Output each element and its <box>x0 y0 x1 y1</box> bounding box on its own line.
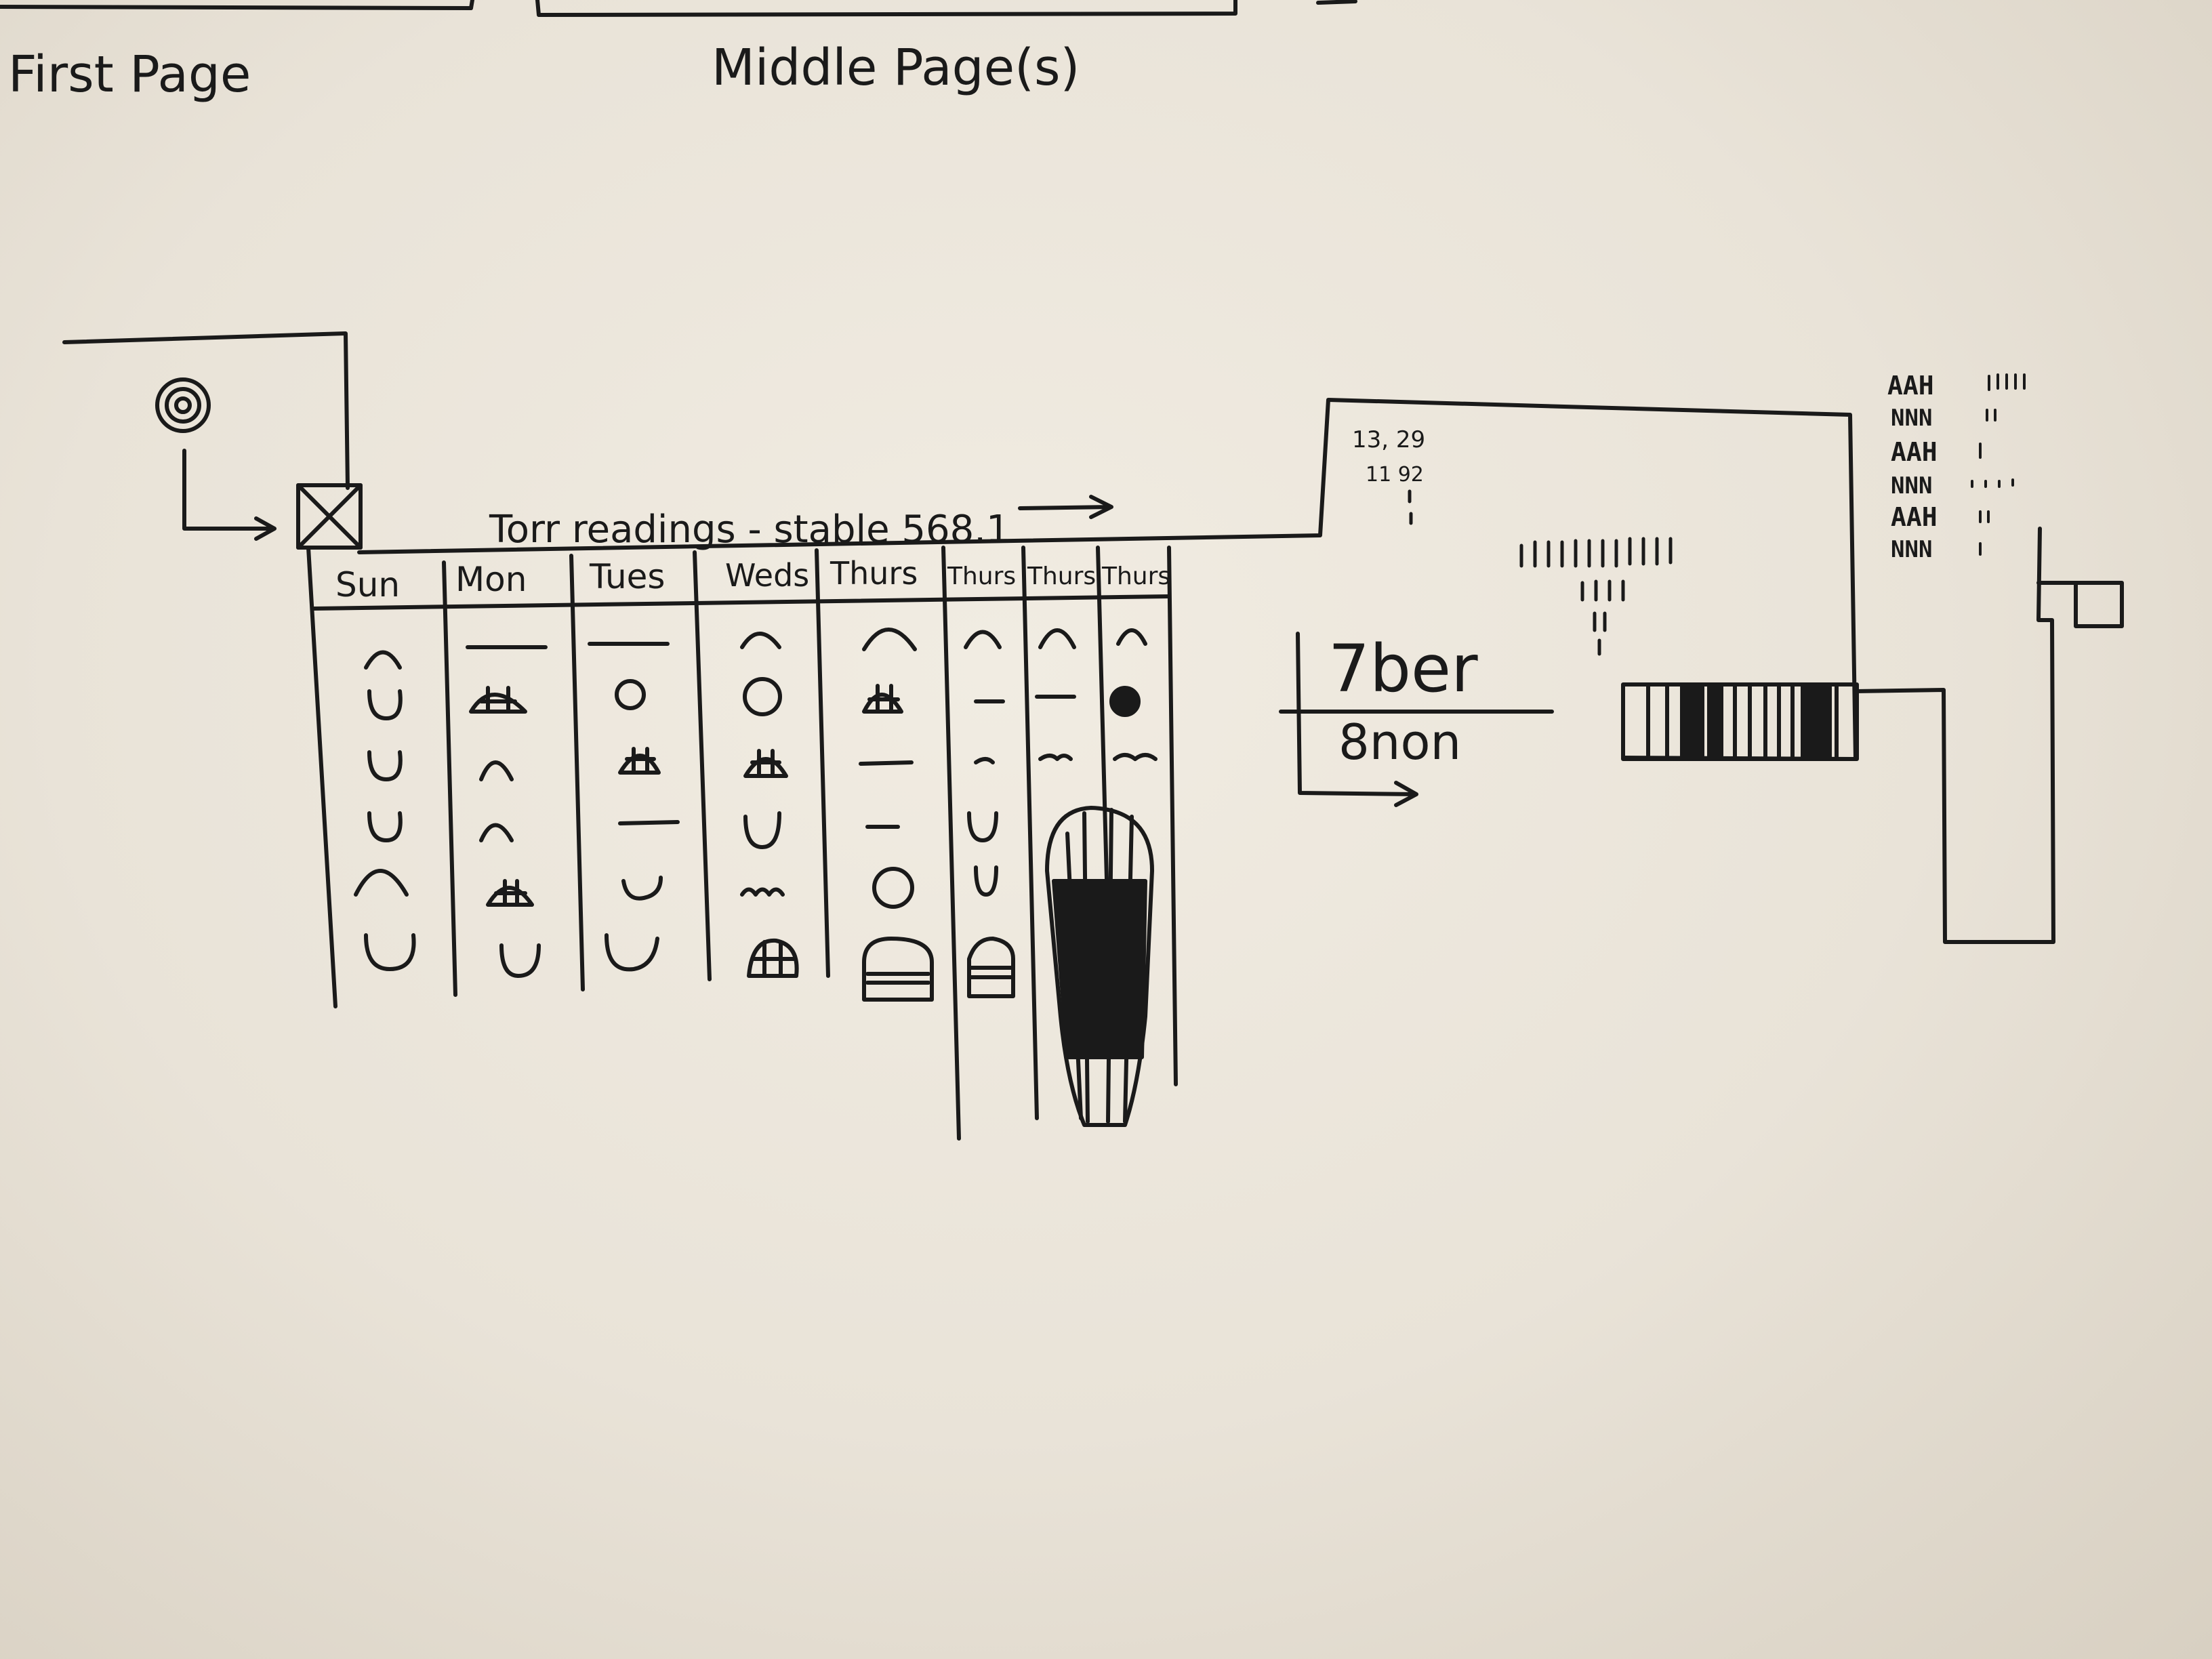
first-page-label: First Page <box>8 45 251 104</box>
tally-log-entry: AAH <box>1891 502 1938 532</box>
checkbox-icon <box>298 485 361 548</box>
pipe-outline <box>1856 529 2053 942</box>
torr-arrow <box>1020 497 1111 517</box>
tues-column-marks <box>590 644 678 969</box>
dot-trail <box>1410 491 1411 523</box>
number-pair-a: 13, 29 <box>1352 426 1425 453</box>
tally-marks <box>1521 539 1671 654</box>
small-numbers: 13, 29 11 92 <box>1352 426 1425 487</box>
connector-arrow <box>184 451 274 539</box>
first-page-outline <box>0 0 472 8</box>
tally-log: AAH NNN AAH NNN AAH NNN <box>1887 371 1938 563</box>
sun-column-marks <box>356 653 414 970</box>
weds-column-marks <box>742 634 797 976</box>
middle-page-outline <box>537 0 1235 15</box>
tally-log-entry: NNN <box>1891 536 1932 563</box>
tally-log-entry: NNN <box>1891 472 1932 499</box>
day-header: Thurs <box>1101 562 1170 590</box>
day-header: Thurs <box>830 555 918 592</box>
number-pair-b: 11 92 <box>1366 463 1424 487</box>
day-header: Thurs <box>1027 562 1096 590</box>
last-page-outline <box>1318 1 1355 3</box>
thurs-column-marks <box>861 630 932 1000</box>
tally-log-marks <box>1972 375 2024 554</box>
thurs4-column-marks <box>1111 630 1155 759</box>
fraction-denominator: 8non <box>1338 714 1461 771</box>
fraction-numerator: 7ber <box>1328 631 1478 707</box>
tally-log-entry: AAH <box>1887 371 1934 401</box>
thurs2-column-marks <box>966 632 1013 997</box>
day-header: Sun <box>335 565 400 605</box>
tally-log-entry: AAH <box>1891 437 1938 467</box>
flag-box <box>2076 583 2122 626</box>
day-header: Weds <box>725 557 809 594</box>
day-header: Mon <box>455 560 527 599</box>
spiral-icon <box>157 380 209 431</box>
progress-strip <box>1623 684 1857 759</box>
day-header: Thurs <box>947 562 1016 590</box>
mon-column-marks <box>468 647 546 976</box>
tally-log-entry: NNN <box>1891 405 1932 432</box>
left-panel-outline <box>64 333 348 488</box>
middle-pages-label: Middle Page(s) <box>712 39 1080 97</box>
day-header: Tues <box>589 557 665 596</box>
